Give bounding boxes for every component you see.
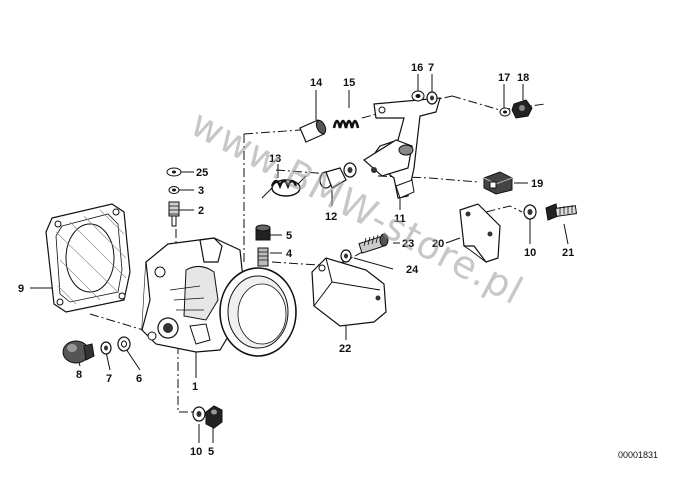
callout-3: 3: [198, 185, 204, 197]
callout-20: 20: [432, 238, 444, 250]
washer-part-7-top: [426, 91, 438, 105]
callout-1: 1: [192, 381, 198, 393]
callout-8: 8: [76, 369, 82, 381]
spring-part-15: [332, 119, 360, 129]
block-part-19: [483, 171, 513, 195]
bracket-part-20: [459, 203, 501, 263]
washer-part-24: [340, 249, 352, 263]
clip-part-25: [166, 167, 182, 177]
washer-part-6: [117, 336, 131, 352]
spring-part-13: [261, 175, 307, 199]
washer-part-10-right: [523, 204, 537, 220]
washer-part-3: [168, 186, 180, 194]
reference-code: 00001831: [618, 450, 658, 460]
callout-6: 6: [136, 373, 142, 385]
callout-23: 23: [402, 238, 414, 250]
callout-labels: 14 15 16 7 17 18 25 13 3 2 12 19 11 5 4 …: [18, 62, 574, 458]
screw-part-2: [168, 201, 180, 227]
callout-21: 21: [562, 247, 574, 259]
callout-18: 18: [517, 72, 529, 84]
callout-9: 9: [18, 283, 24, 295]
nut-part-5-bottom: [205, 405, 223, 429]
throttle-body-part-1: [141, 237, 297, 357]
screw-part-23: [358, 233, 389, 254]
callout-16: 16: [411, 62, 423, 74]
callout-5-top: 5: [286, 230, 292, 242]
stud-part-4: [257, 247, 269, 267]
callout-4: 4: [286, 248, 293, 260]
gasket-part-9: [45, 203, 131, 313]
callout-24: 24: [406, 264, 419, 276]
callout-11: 11: [394, 213, 406, 225]
cover-part-22: [311, 257, 387, 327]
bushing-part-12: [319, 162, 357, 189]
bolt-part-21: [545, 203, 578, 221]
callout-14: 14: [310, 77, 323, 89]
cap-part-8: [62, 340, 95, 364]
nut-part-16: [411, 90, 425, 102]
callout-12: 12: [325, 211, 337, 223]
callout-10-bottom: 10: [190, 446, 202, 458]
callout-17: 17: [498, 72, 510, 84]
callout-5-bottom: 5: [208, 446, 214, 458]
washer-part-17: [499, 107, 511, 117]
callout-10-right: 10: [524, 247, 536, 259]
callout-15: 15: [343, 77, 355, 89]
callout-25: 25: [196, 167, 208, 179]
callout-2: 2: [198, 205, 204, 217]
callout-7-left: 7: [106, 373, 112, 385]
bracket-part-11: [363, 97, 441, 199]
callout-19: 19: [531, 178, 543, 190]
washer-part-7-left: [100, 341, 112, 355]
nut-part-18: [511, 99, 533, 119]
nut-part-5-top: [255, 224, 271, 241]
sleeve-part-14: [299, 119, 327, 143]
callout-7-top: 7: [428, 62, 434, 74]
callout-22: 22: [339, 343, 351, 355]
washer-part-10-bottom: [192, 406, 206, 422]
callout-13: 13: [269, 153, 281, 165]
